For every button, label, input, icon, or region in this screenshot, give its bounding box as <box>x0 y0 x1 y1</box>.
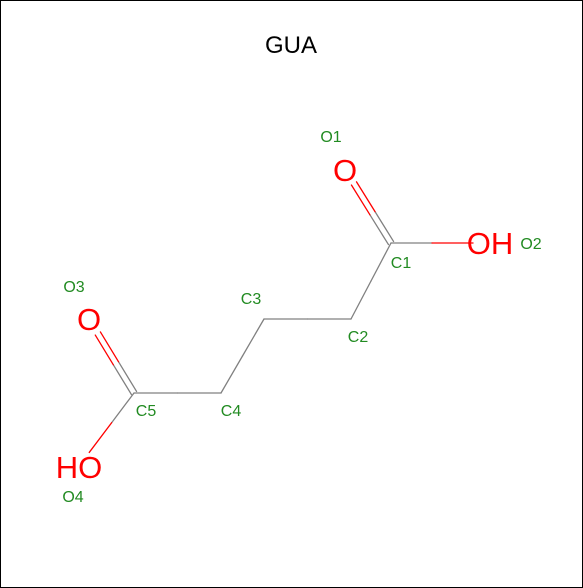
bond-C1-O1 <box>350 181 395 246</box>
bond-C3-C4 <box>220 318 265 394</box>
atom-label-c5: C5 <box>136 403 157 420</box>
atom-label-c3: C3 <box>241 291 262 308</box>
atom-label-o2: O2 <box>520 236 541 253</box>
atom-label-c1: C1 <box>391 255 412 272</box>
atom-symbol-o2: OH <box>467 226 514 261</box>
atom-symbol-o1: O <box>333 153 357 188</box>
bond-layer <box>88 181 474 454</box>
atom-symbol-layer: O OH O HO <box>56 153 514 485</box>
atom-label-o1: O1 <box>320 129 341 146</box>
atom-label-o4: O4 <box>62 489 83 506</box>
atom-symbol-o3: O <box>77 302 101 337</box>
bond-C5-O4 <box>88 392 135 454</box>
atom-label-o3: O3 <box>63 279 84 296</box>
molecule-title: GUA <box>265 32 317 59</box>
bond-C1-C2 <box>350 242 392 320</box>
atom-label-c2: C2 <box>348 329 369 346</box>
bond-C5-O3 <box>94 331 138 396</box>
atom-symbol-o4: HO <box>56 450 103 485</box>
atom-label-c4: C4 <box>221 403 242 420</box>
